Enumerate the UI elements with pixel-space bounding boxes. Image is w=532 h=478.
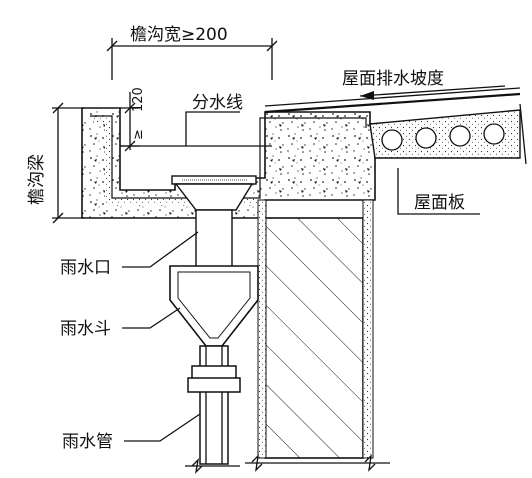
drainage-slope-label: 屋面排水坡度 xyxy=(342,69,444,89)
roof-slab-label: 屋面板 xyxy=(414,193,465,213)
gutter-dotted-layer xyxy=(94,117,259,205)
roof-surface-line-2 xyxy=(264,87,521,107)
gutter-beam-label: 檐沟梁 xyxy=(27,154,47,205)
roof-surface-line xyxy=(264,92,521,114)
gutter-beam-dimension xyxy=(52,102,84,224)
gutter-width-dimension xyxy=(106,38,278,80)
rain-hopper-label: 雨水斗 xyxy=(60,319,111,339)
rain-hopper-leader xyxy=(122,307,181,329)
water-divide-leader xyxy=(185,111,240,146)
gutter-lining xyxy=(90,115,367,199)
rain-outlet-label: 雨水口 xyxy=(60,258,111,278)
rain-outlet-leader xyxy=(122,231,199,268)
slope-arrow xyxy=(359,85,506,100)
roof-slab-leader xyxy=(397,168,480,215)
gutter-width-label: 檐沟宽≥200 xyxy=(130,25,228,45)
rain-hopper-shape xyxy=(169,265,259,347)
wall-plaster-right xyxy=(362,199,374,459)
rain-pipe-label: 雨水管 xyxy=(62,432,113,452)
water-divide-label: 分水线 xyxy=(192,93,243,113)
wall-plaster-left xyxy=(257,199,267,459)
rain-pipe-leader xyxy=(124,413,201,442)
dimension-120-label: 120 xyxy=(131,87,146,112)
rain-pipe-shape xyxy=(185,345,241,474)
roof-slab xyxy=(369,103,527,165)
dimension-ge-label: ≥ xyxy=(131,129,146,140)
masonry-wall xyxy=(264,217,364,459)
